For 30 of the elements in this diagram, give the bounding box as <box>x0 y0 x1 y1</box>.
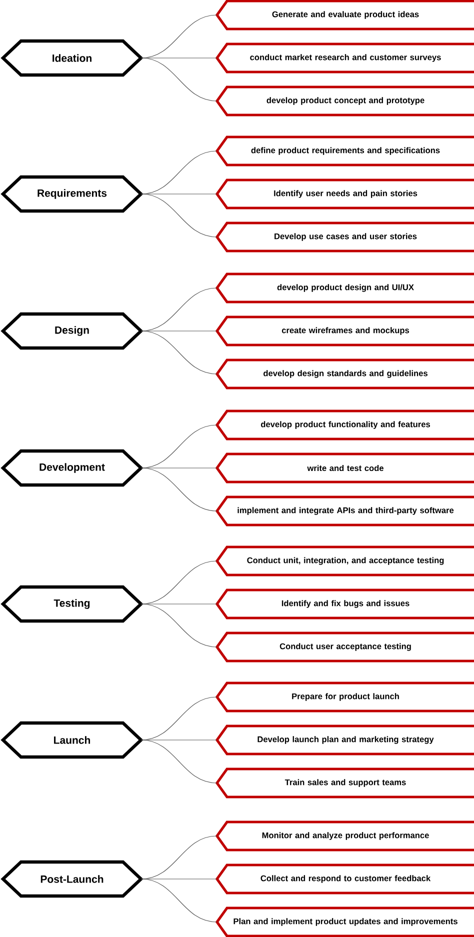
connector <box>140 878 218 880</box>
task-banner: Conduct unit, integration, and acceptance testing <box>215 546 474 576</box>
task-banner: create wireframes and mockups <box>215 316 474 346</box>
connector <box>140 468 218 512</box>
connector <box>140 194 218 238</box>
task-banner: write and test code <box>215 452 474 484</box>
connector <box>140 740 218 784</box>
task-banner: Monitor and analyze product performance <box>215 820 474 852</box>
task-banner: develop product design and UI/UX <box>215 272 474 304</box>
task-banner: Generate and evaluate product ideas <box>215 0 474 30</box>
task-banner: develop design standards and guidelines <box>215 358 474 390</box>
connector <box>140 604 218 648</box>
task-banner: develop product functionality and features <box>215 410 474 440</box>
connector <box>140 330 218 332</box>
task-banner: Conduct user acceptance testing <box>215 632 474 662</box>
connector <box>140 58 218 102</box>
task-banner: Develop use cases and user stories <box>215 222 474 252</box>
task-banner: Identify user needs and pain stories <box>215 178 474 210</box>
connector <box>140 878 218 922</box>
task-banner: Train sales and support teams <box>215 768 474 798</box>
task-banner: Collect and respond to customer feedback <box>215 864 474 894</box>
task-banner: develop product concept and prototype <box>215 86 474 116</box>
task-banner: Prepare for product launch <box>215 682 474 712</box>
task-banner: Develop launch plan and marketing strategy <box>215 724 474 756</box>
task-banner: Plan and implement product updates and improvements <box>215 906 474 937</box>
connector <box>140 330 218 374</box>
task-banner: Identify and fix bugs and issues <box>215 588 474 620</box>
task-banner: implement and integrate APIs and third-party software <box>215 496 474 526</box>
task-banner: define product requirements and specifications <box>215 136 474 166</box>
task-banner: conduct market research and customer surveys <box>215 42 474 74</box>
